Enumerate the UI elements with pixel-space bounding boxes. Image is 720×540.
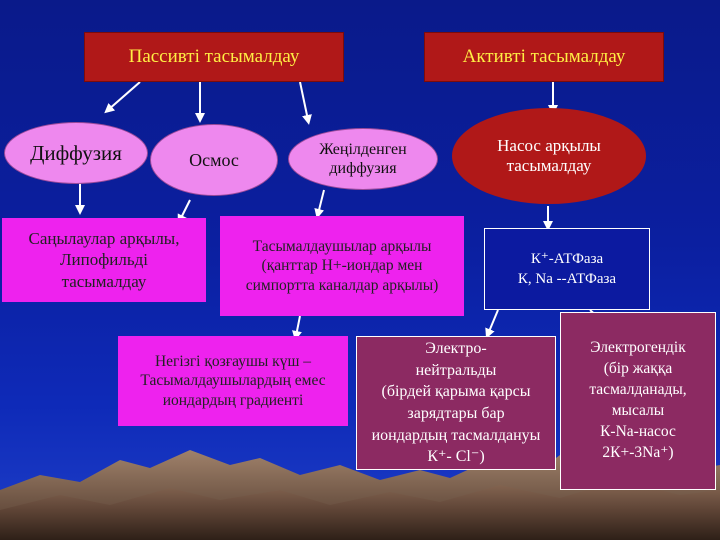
header-passive-transport: Пассивті тасымалдау	[84, 32, 344, 82]
electrogenic-line-5: К-Na-насос	[600, 422, 676, 440]
facilitated-line-2: диффузия	[329, 160, 397, 177]
electrogenic-line-4: мысалы	[611, 402, 665, 419]
arrow-atpase-to-electroneutral	[485, 309, 499, 339]
electroneutral-line-3: (бірдей қарыма қарсы	[381, 383, 531, 401]
carriers-line-2: (қанттар Н+-иондар мен	[261, 257, 423, 275]
pump-line-1: Насос арқылы	[497, 135, 601, 155]
facilitated-line-1: Жеңілденген	[319, 140, 407, 158]
carriers-box: Тасымалдаушылар арқылы (қанттар Н+-ионда…	[220, 216, 464, 316]
diffusion-ellipse: Диффузия	[4, 122, 148, 184]
electrogenic-line-1: Электрогендік	[590, 339, 686, 357]
driving-line-2: Тасымалдаушылардың емес	[140, 372, 326, 390]
atpase-line-2: К, Na --АТФаза	[517, 271, 617, 287]
electrogenic-line-3: тасмалданады,	[589, 381, 687, 399]
pump-transport-ellipse: Насос арқылы тасымалдау	[452, 108, 646, 204]
electroneutral-line-5: иондардың тасмалдануы	[371, 426, 541, 444]
electroneutral-line-1: Электро-	[425, 340, 487, 358]
driving-line-3: иондардың градиенті	[162, 391, 304, 409]
osmosis-ellipse: Осмос	[150, 124, 278, 196]
pores-line-2: Липофильді	[60, 250, 148, 270]
mountain-landscape	[0, 440, 720, 540]
electrogenic-box: Электрогендік (бір жаққа тасмалданады, м…	[560, 312, 716, 490]
atpase-line-1: К⁺-АТФаза	[530, 250, 604, 267]
osmosis-label: Осмос	[189, 149, 239, 170]
arrow-facilitated-to-carriers	[314, 189, 325, 219]
facilitated-diffusion-ellipse: Жеңілденген диффузия	[288, 128, 438, 190]
header-active-label: Активті тасымалдау	[462, 46, 626, 67]
carriers-line-1: Тасымалдаушылар арқылы	[252, 237, 432, 255]
carriers-line-3: симпортта каналдар арқылы)	[245, 276, 439, 294]
driving-force-box: Негізгі қозғаушы күш – Тасымалдаушыларды…	[118, 336, 348, 426]
arrow-osmosis-to-pores	[177, 199, 191, 225]
arrow-to-facilitated	[299, 81, 312, 125]
arrow-carriers-to-driving	[292, 315, 302, 341]
driving-line-1: Негізгі қозғаушы күш –	[154, 352, 312, 370]
diffusion-label: Диффузия	[30, 140, 122, 165]
pores-lipophilic-box: Саңылаулар арқылы, Липофильді тасымалдау	[2, 218, 206, 302]
header-passive-label: Пассивті тасымалдау	[128, 46, 300, 67]
electroneutral-line-4: зарядтары бар	[407, 405, 505, 422]
electrogenic-line-2: (бір жаққа	[603, 360, 673, 378]
pump-line-2: тасымалдау	[506, 156, 592, 175]
electrogenic-line-6: 2К+-3Na⁺)	[602, 443, 674, 461]
electroneutral-line-6: К⁺- Cl⁻)	[427, 448, 485, 466]
atpase-box: К⁺-АТФаза К, Na --АТФаза	[484, 228, 650, 310]
electroneutral-box: Электро- нейтральды (бірдей қарыма қарсы…	[356, 336, 556, 470]
pores-line-3: тасымалдау	[61, 271, 147, 291]
header-active-transport: Активті тасымалдау	[424, 32, 664, 82]
pores-line-1: Саңылаулар арқылы,	[28, 229, 180, 249]
electroneutral-line-2: нейтральды	[415, 361, 497, 379]
arrow-to-diffusion	[104, 81, 141, 114]
